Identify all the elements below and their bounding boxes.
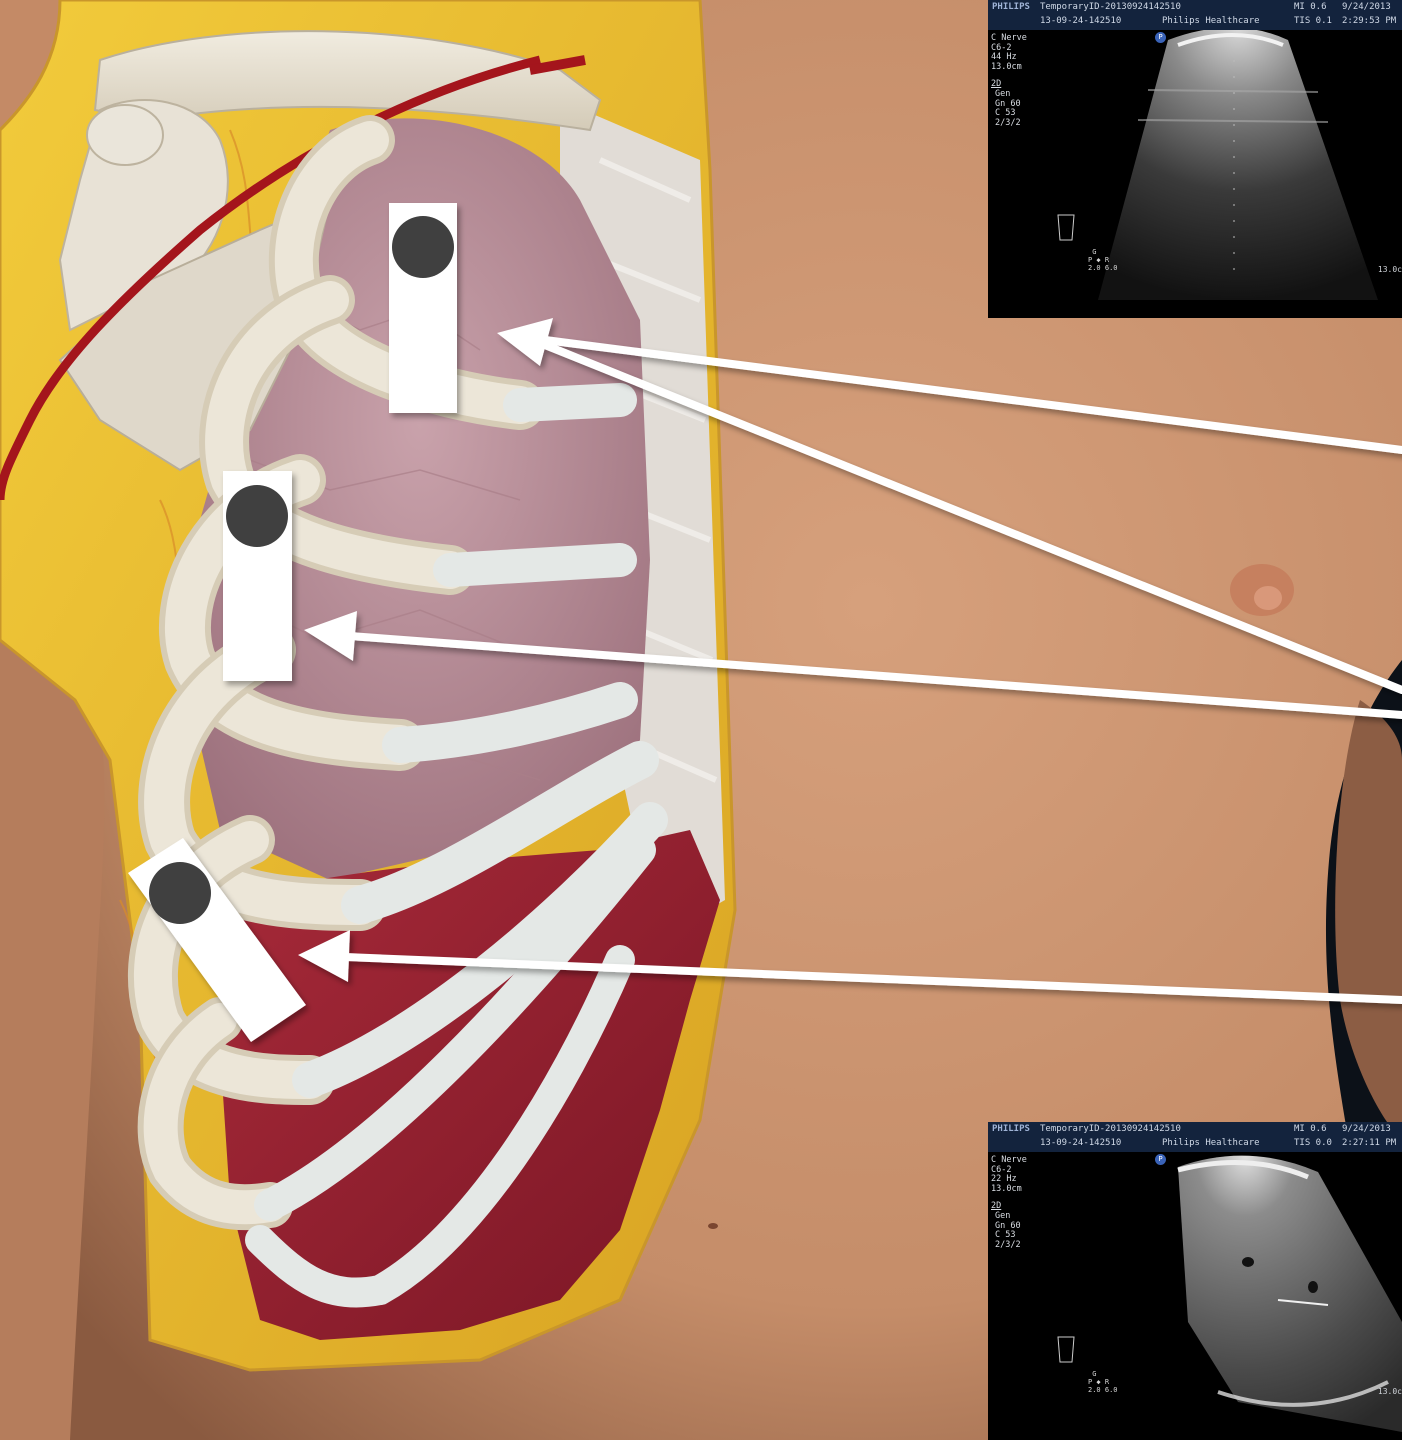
exam-id: 13-09-24-142510: [1040, 16, 1121, 27]
probe-lower-marker: [149, 862, 211, 924]
ultrasound-header: PHILIPS TemporaryID-20130924142510 13-09…: [988, 0, 1402, 30]
scan-parameters: C Nerve C6-2 22 Hz 13.0cm 2D Gen Gn 60 C…: [991, 1156, 1051, 1250]
patient-id: TemporaryID-20130924142510: [1040, 1124, 1181, 1135]
vendor-label: Philips Healthcare: [1162, 1138, 1260, 1149]
tis-value: TIS 0.0: [1294, 1138, 1332, 1149]
brand-label: PHILIPS: [992, 1124, 1030, 1135]
vendor-label: Philips Healthcare: [1162, 16, 1260, 27]
exam-id: 13-09-24-142510: [1040, 1138, 1121, 1149]
exam-date: 9/24/2013: [1342, 1124, 1391, 1135]
brand-label: PHILIPS: [992, 2, 1030, 13]
probe-middle-marker: [226, 485, 288, 547]
skin-mark: [708, 1223, 718, 1229]
mi-value: MI 0.6: [1294, 1124, 1327, 1135]
patient-id: TemporaryID-20130924142510: [1040, 2, 1181, 13]
probe-upper: [389, 203, 457, 413]
orientation-glyph: G P ◆ R 2.0 6.0: [1088, 1370, 1118, 1394]
depth-scale-label: 13.0c: [1378, 265, 1402, 274]
p-marker: P: [1155, 32, 1166, 43]
p-marker: P: [1155, 1154, 1166, 1165]
depth-value: 13.0cm: [991, 1185, 1051, 1195]
probe-middle: [223, 471, 292, 681]
ultrasound-image-lung: PHILIPS TemporaryID-20130924142510 13-09…: [988, 0, 1402, 318]
persistence-value: 2/3/2: [991, 119, 1051, 129]
exam-date: 9/24/2013: [1342, 2, 1391, 13]
nipple-center: [1254, 586, 1282, 610]
mi-value: MI 0.6: [1294, 2, 1327, 13]
persistence-value: 2/3/2: [991, 1241, 1051, 1251]
exam-time: 2:29:53 PM: [1342, 16, 1396, 27]
depth-value: 13.0cm: [991, 63, 1051, 73]
humeral-head: [87, 105, 163, 165]
tis-value: TIS 0.1: [1294, 16, 1332, 27]
probe-upper-marker: [392, 216, 454, 278]
exam-time: 2:27:11 PM: [1342, 1138, 1396, 1149]
ultrasound-image-liver: PHILIPS TemporaryID-20130924142510 13-09…: [988, 1122, 1402, 1440]
depth-scale-label: 13.0c: [1378, 1387, 1402, 1396]
scan-parameters: C Nerve C6-2 44 Hz 13.0cm 2D Gen Gn 60 C…: [991, 34, 1051, 128]
orientation-glyph: G P ◆ R 2.0 6.0: [1088, 248, 1118, 272]
ultrasound-header: PHILIPS TemporaryID-20130924142510 13-09…: [988, 1122, 1402, 1152]
